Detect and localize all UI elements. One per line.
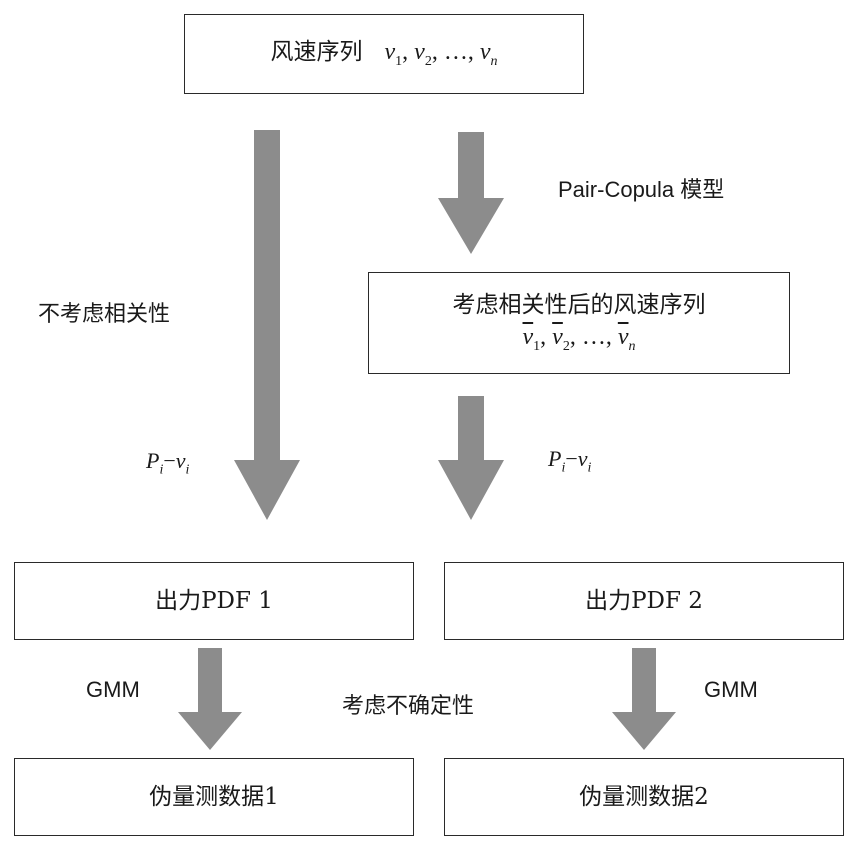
correlated-wind-speed-title: 考虑相关性后的风速序列 [452,291,706,318]
output-pdf-1-box: 出力PDF 1 [14,562,414,640]
uncertainty-label: 考虑不确定性 [342,694,475,719]
correlated-wind-speed-box: 考虑相关性后的风速序列 v1, v2, …, vn [368,272,790,374]
pseudo-measurement-2-label: 伪量测数据2 [579,783,709,810]
arrow-right-top [438,132,504,254]
wind-speed-sequence-box: 风速序列 v1, v2, …, vn [184,14,584,94]
output-pdf-2-label: 出力PDF 2 [585,587,703,614]
wind-speed-sequence-title: 风速序列 [270,39,363,66]
output-pdf-2-box: 出力PDF 2 [444,562,844,640]
gmm-right-label: GMM [704,677,758,702]
pseudo-measurement-1-box: 伪量测数据1 [14,758,414,836]
pseudo-measurement-2-box: 伪量测数据2 [444,758,844,836]
pseudo-measurement-1-label: 伪量测数据1 [149,783,279,810]
arrow-left-gmm [178,648,242,750]
wind-speed-sequence-formula: v1, v2, …, vn [384,39,498,70]
pv-left-label: Pi−vi [146,448,190,478]
arrow-left-long [234,130,300,520]
correlated-wind-speed-formula: v1, v2, …, vn [522,323,636,354]
arrow-right-mid [438,396,504,520]
pv-right-label: Pi−vi [548,446,592,476]
arrow-right-gmm [612,648,676,750]
output-pdf-1-label: 出力PDF 1 [155,587,273,614]
no-correlation-label: 不考虑相关性 [38,302,171,327]
pair-copula-label: Pair-Copula 模型 [558,177,725,202]
gmm-left-label: GMM [86,677,140,702]
